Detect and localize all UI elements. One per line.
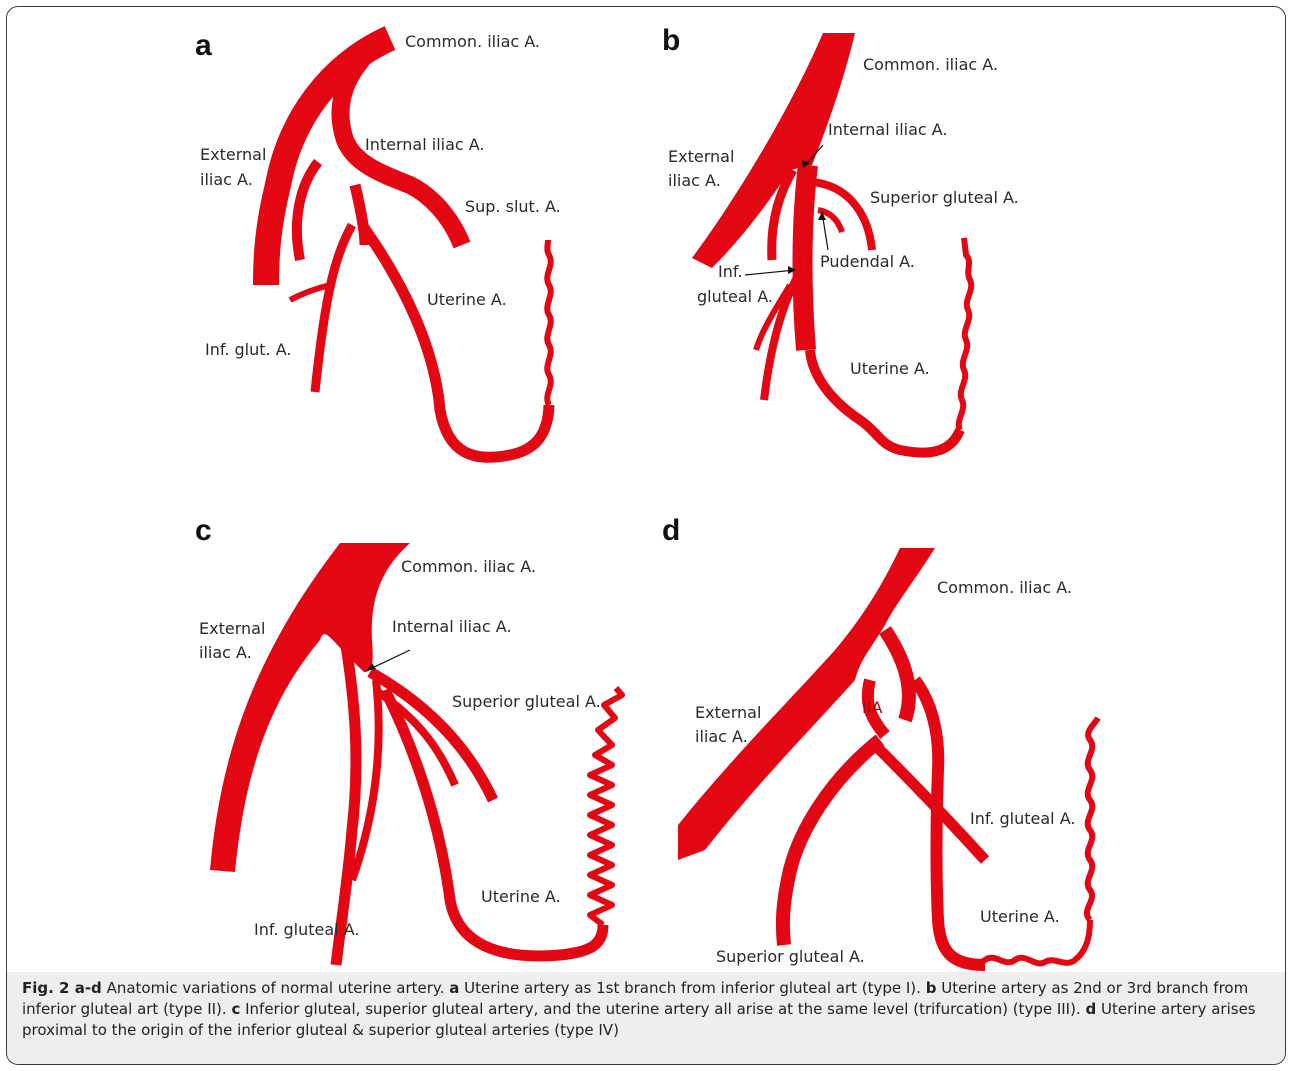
panel-a-label-inf-glut: Inf. glut. A. (205, 340, 291, 359)
figure-caption: Fig. 2 a-d Anatomic variations of normal… (22, 978, 1274, 1041)
panel-a-label-internal-iliac: Internal iliac A. (365, 135, 485, 154)
caption-a-text: Uterine artery as 1st branch from inferi… (459, 979, 925, 997)
panel-c-label-inf-gluteal: Inf. gluteal A. (254, 920, 359, 939)
panel-c-label-external-iliac-line1: External (199, 619, 265, 638)
panel-c-label-superior-gluteal: Superior gluteal A. (452, 692, 601, 711)
caption-fig-label: Fig. 2 a-d (22, 979, 102, 997)
panel-a-letter: a (195, 29, 212, 62)
panel-b-label-external-iliac-line1: External (668, 147, 734, 166)
panel-d-label-external-iliac-line1: External (695, 703, 761, 722)
caption-b-key: b (926, 979, 937, 997)
panel-b-label-pudendal: Pudendal A. (820, 252, 915, 271)
panel-a: a Common. iliac A. External iliac A. Int… (195, 29, 561, 457)
panel-c: c Common. iliac A. External iliac A. Int… (195, 514, 622, 965)
panel-a-uterine-tortuous (547, 240, 550, 405)
panel-d-label-external-iliac-line2: iliac A. (695, 727, 748, 746)
panel-b-label-internal-iliac: Internal iliac A. (828, 120, 948, 139)
caption-a-key: a (449, 979, 459, 997)
panel-a-inf-glut-artery (315, 225, 352, 392)
panel-d-label-iia: IIA (862, 698, 882, 717)
panel-a-label-common-iliac: Common. iliac A. (405, 32, 540, 51)
panel-d-inf-gluteal (870, 740, 985, 860)
panel-c-label-internal-iliac: Internal iliac A. (392, 617, 512, 636)
panel-c-letter: c (195, 514, 212, 547)
panel-a-label-sup-glut: Sup. slut. A. (465, 197, 561, 216)
panel-c-label-uterine: Uterine A. (481, 887, 561, 906)
panel-d-iia-trunk (885, 630, 909, 720)
panel-d-letter: d (662, 514, 680, 547)
panel-b-letter: b (662, 24, 680, 57)
panel-b-label-external-iliac-line2: iliac A. (668, 171, 721, 190)
panel-a-loop (297, 162, 318, 260)
panel-d-label-superior-gluteal: Superior gluteal A. (716, 947, 865, 966)
caption-c-key: c (231, 1000, 240, 1018)
panel-a-label-external-iliac-line2: iliac A. (200, 170, 253, 189)
panel-d-label-common-iliac: Common. iliac A. (937, 578, 1072, 597)
panel-b-label-superior-gluteal: Superior gluteal A. (870, 188, 1019, 207)
panel-c-label-external-iliac-line2: iliac A. (199, 643, 252, 662)
panel-d-uterine-tortuous (1087, 718, 1098, 920)
panel-c-label-common-iliac: Common. iliac A. (401, 557, 536, 576)
panel-b-label-inf-gluteal-line2: gluteal A. (697, 287, 773, 306)
caption-c-text: Inferior gluteal, superior gluteal arter… (240, 1000, 1085, 1018)
panel-d-uterine-wavy-bottom (955, 920, 1090, 963)
panel-b-uterine-tortuous (959, 238, 971, 430)
panel-c-uterine-tortuous (590, 688, 622, 925)
panel-d: d Common. iliac A. External iliac A. IIA… (662, 514, 1098, 966)
panel-b-label-common-iliac: Common. iliac A. (863, 55, 998, 74)
caption-intro: Anatomic variations of normal uterine ar… (102, 979, 449, 997)
panel-a-uterine-artery (362, 225, 549, 457)
panel-d-label-uterine: Uterine A. (980, 907, 1060, 926)
panel-d-superior-gluteal (783, 740, 880, 945)
panel-b-internal-trunk (803, 165, 809, 350)
caption-d-key: d (1086, 1000, 1097, 1018)
panel-c-inf-gluteal-artery (336, 640, 356, 965)
panel-b-label-uterine: Uterine A. (850, 359, 930, 378)
panel-b-inf-gluteal-pointer (745, 270, 795, 275)
panel-a-label-uterine: Uterine A. (427, 290, 507, 309)
panel-d-label-inf-gluteal: Inf. gluteal A. (970, 809, 1075, 828)
panel-a-label-external-iliac-line1: External (200, 145, 266, 164)
panel-b-label-inf-gluteal-line1: Inf. (718, 262, 742, 281)
panel-b: b Common. iliac A. Internal iliac A. Ext… (662, 24, 1019, 453)
